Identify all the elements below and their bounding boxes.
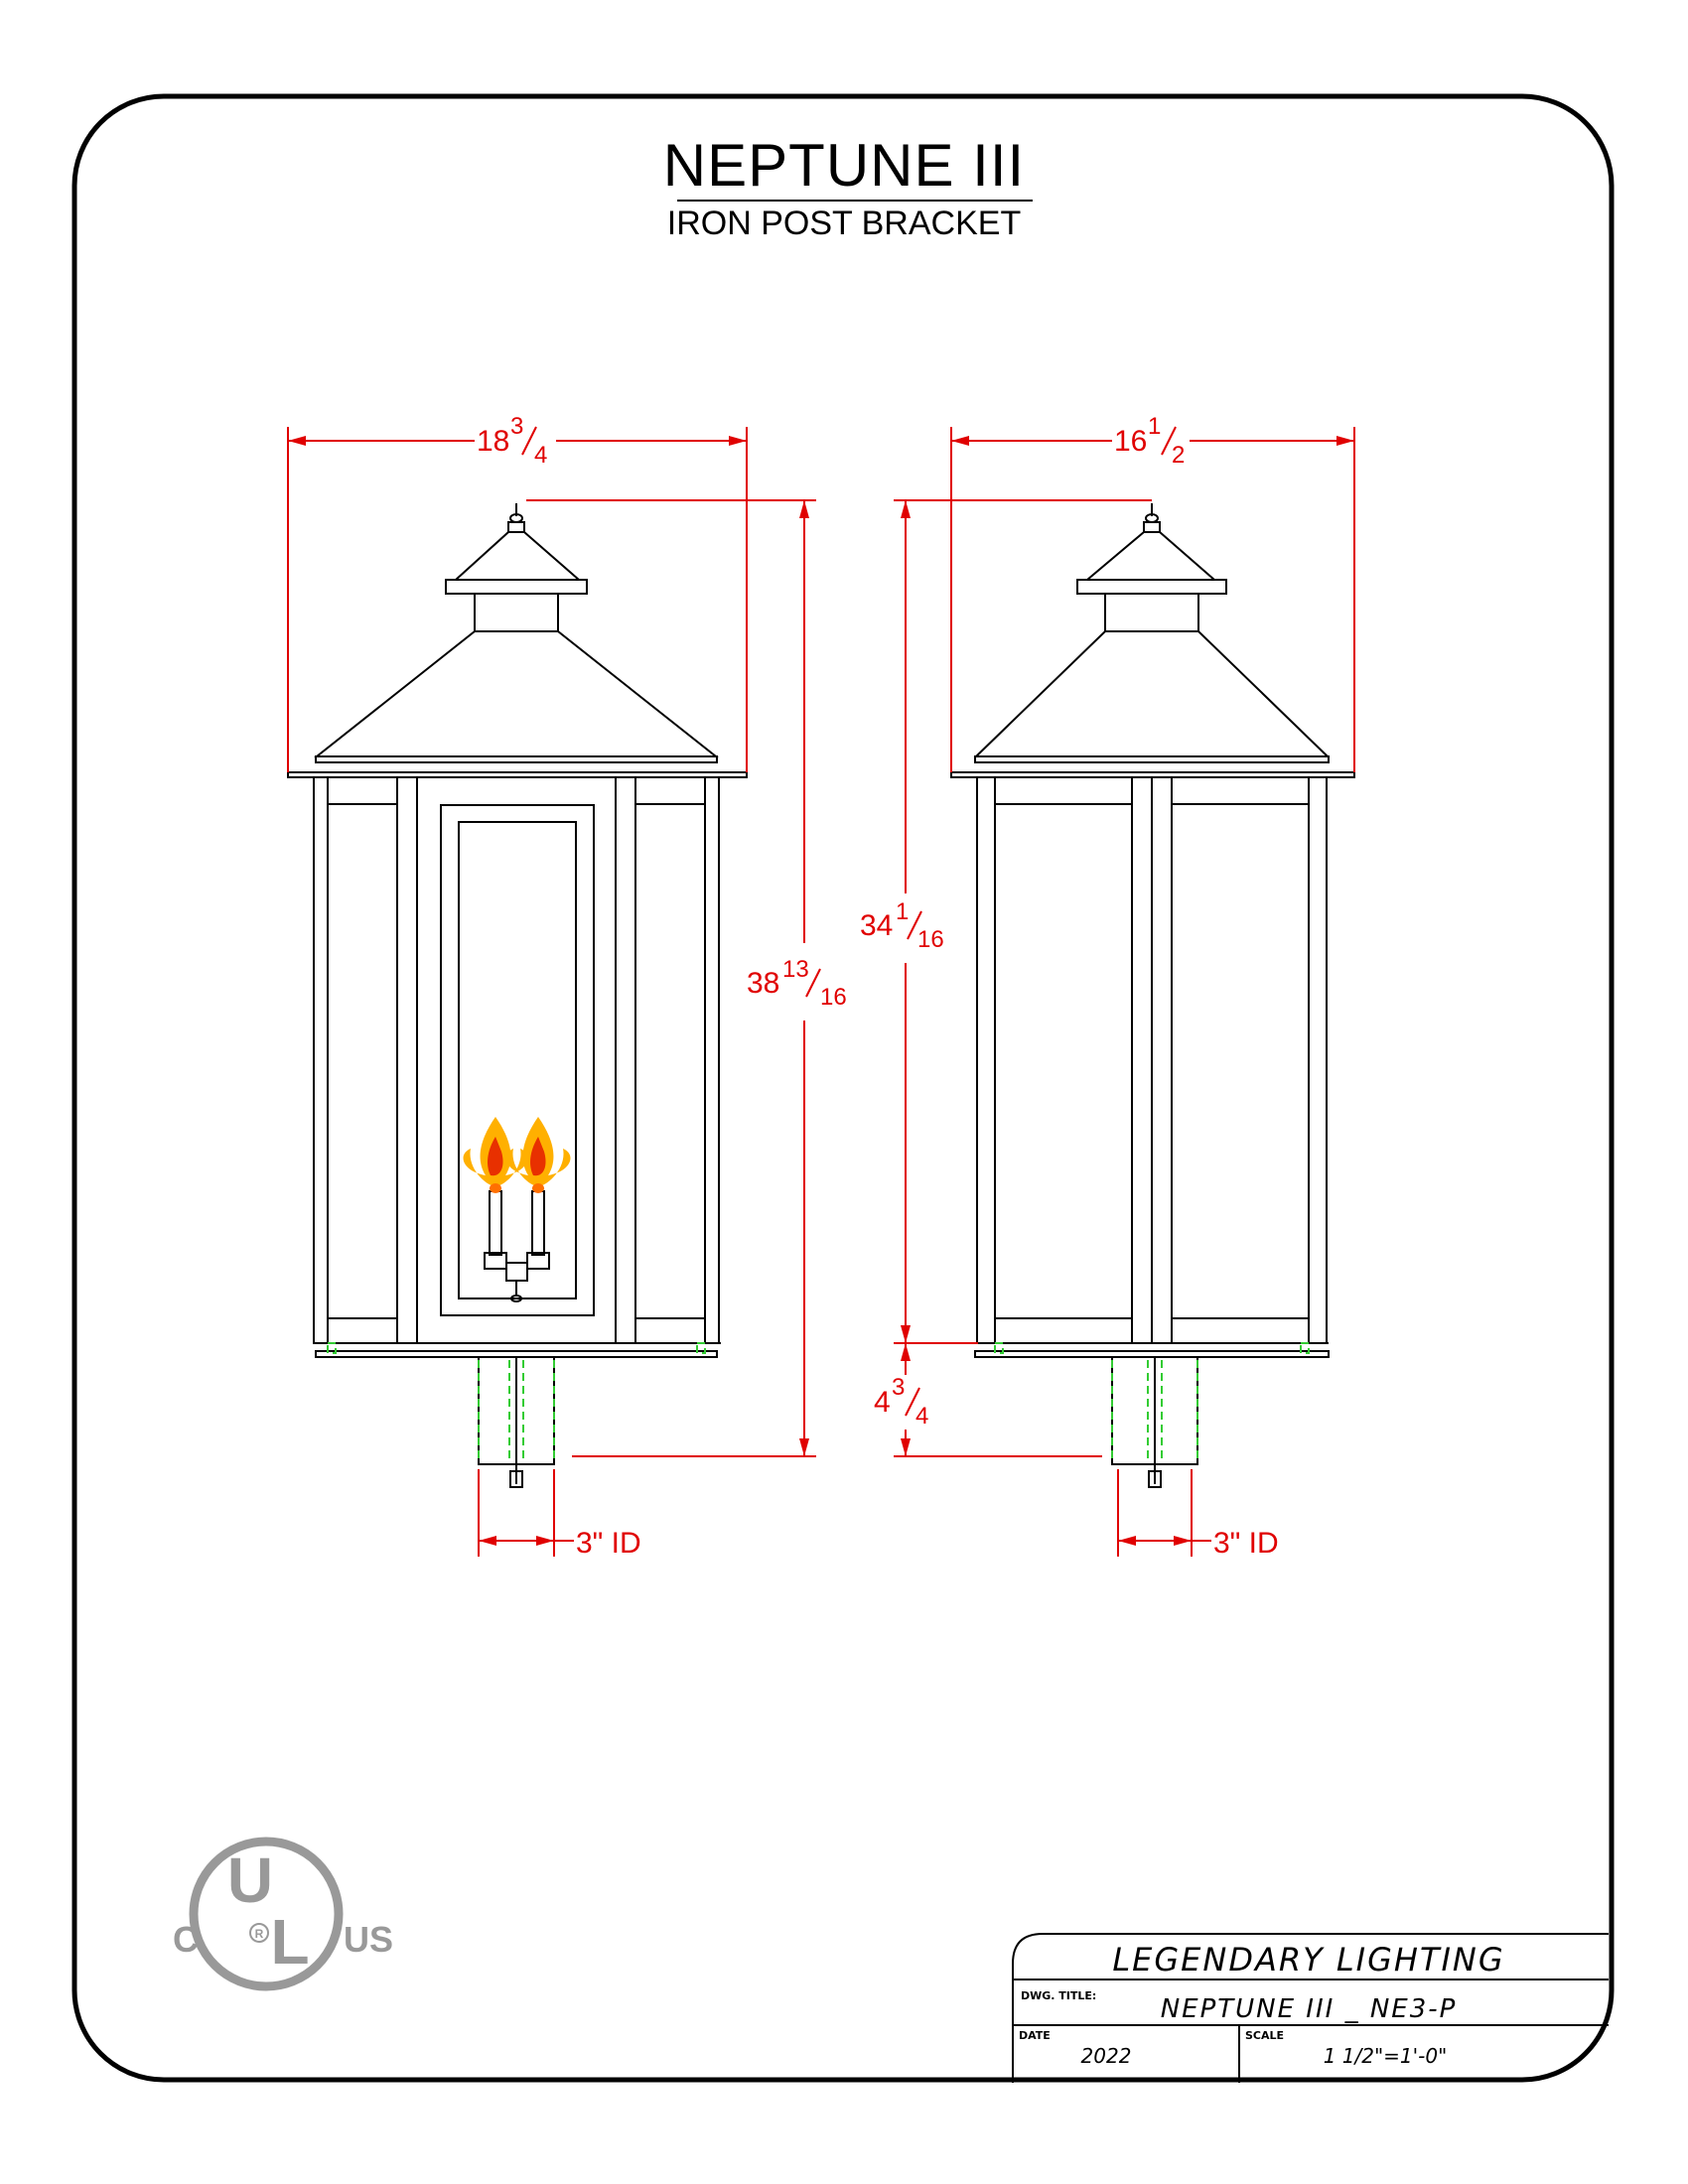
dim-num: 1 [896, 898, 909, 925]
dim-num: 1 [1148, 413, 1161, 440]
dim-den: 4 [534, 442, 547, 469]
dim-num: 13 [782, 956, 809, 983]
dim-side-height: 34 1 16 [860, 898, 944, 953]
date-label: DATE [1019, 2029, 1051, 2042]
dim-front-height: 38 13 16 [747, 956, 847, 1011]
front-flames [463, 1117, 571, 1193]
title-block [1012, 1933, 1609, 2083]
dim-front-post-id: 3" ID [576, 1527, 641, 1560]
ul-letter-u: U [227, 1844, 273, 1916]
front-view-lantern [287, 503, 748, 1488]
dwg-title-label: DWG. TITLE: [1021, 1989, 1096, 2002]
dim-side-width: 16 1 2 [1114, 413, 1185, 469]
dwg-title: NEPTUNE III _ NE3-P [1161, 1994, 1458, 2024]
side-hidden-lines [994, 1342, 1310, 1459]
sheet-border [71, 93, 1615, 2083]
company-name: LEGENDARY LIGHTING [1112, 1941, 1504, 1979]
scale-value: 1 1/2"=1'-0" [1324, 2044, 1448, 2068]
dimension-lines [287, 427, 1355, 1557]
dim-num: 3 [510, 413, 523, 440]
side-view-lantern [950, 503, 1355, 1488]
dim-front-width: 18 3 4 [477, 413, 547, 469]
logo-left-mark: C [173, 1919, 199, 1960]
drawing-title: NEPTUNE III [662, 132, 1026, 199]
dim-whole: 38 [747, 967, 779, 1000]
registered-mark: R [255, 1927, 264, 1941]
dim-post-height: 4 3 4 [874, 1374, 928, 1430]
dim-whole: 16 [1114, 425, 1147, 458]
dim-num: 3 [892, 1374, 905, 1401]
date-value: 2022 [1081, 2044, 1132, 2068]
dim-den: 4 [915, 1403, 928, 1430]
ul-certification-logo: U L R C US [173, 1837, 393, 1991]
dim-den: 16 [917, 926, 944, 953]
front-hidden-lines [327, 1342, 706, 1459]
scale-label: SCALE [1245, 2029, 1284, 2042]
ul-letter-l: L [270, 1906, 309, 1978]
dim-whole: 4 [874, 1386, 891, 1419]
dim-whole: 18 [477, 425, 509, 458]
logo-right-mark: US [344, 1919, 393, 1960]
dim-side-post-id: 3" ID [1213, 1527, 1279, 1560]
dim-den: 2 [1172, 442, 1185, 469]
dim-den: 16 [820, 984, 847, 1011]
drawing-subtitle: IRON POST BRACKET [666, 205, 1022, 242]
dim-whole: 34 [860, 909, 893, 942]
